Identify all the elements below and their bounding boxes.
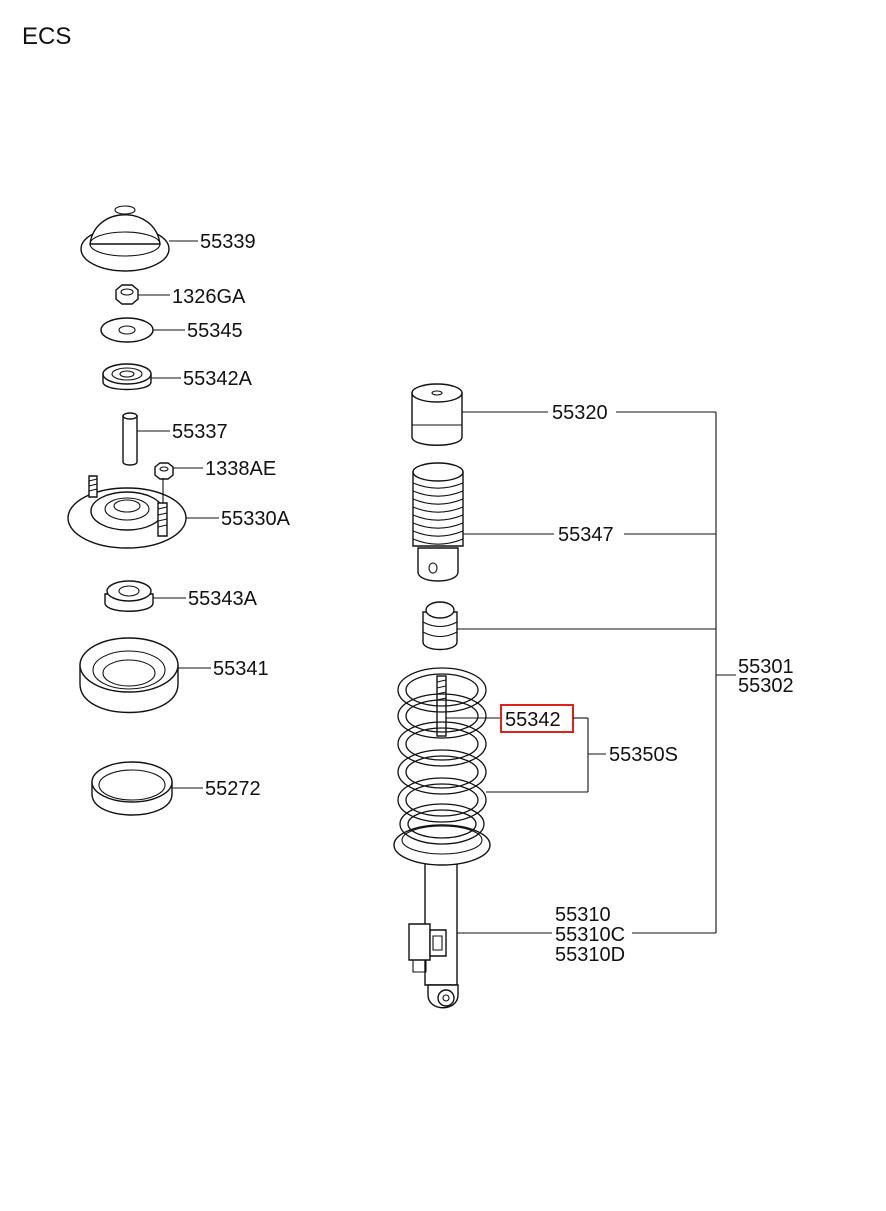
nut-1326GA[interactable] bbox=[115, 284, 139, 305]
label-55341[interactable]: 55341 bbox=[213, 658, 269, 680]
label-55330A[interactable]: 55330A bbox=[221, 508, 291, 530]
label-55320[interactable]: 55320 bbox=[552, 402, 608, 424]
cap-55320[interactable] bbox=[411, 383, 463, 446]
label-55310[interactable]: 55310 bbox=[555, 904, 611, 926]
ring-55272[interactable] bbox=[91, 761, 173, 816]
label-55342[interactable]: 55342 bbox=[505, 709, 561, 731]
shock-absorber-55310[interactable] bbox=[408, 859, 459, 1009]
insulator-55343A[interactable] bbox=[104, 580, 154, 612]
bump-stopper[interactable] bbox=[422, 601, 458, 651]
label-1338AE[interactable]: 1338AE bbox=[205, 458, 276, 480]
nut-1338AE[interactable] bbox=[154, 462, 174, 480]
label-55345[interactable]: 55345 bbox=[187, 320, 243, 342]
coil-spring[interactable] bbox=[393, 667, 491, 866]
spring-seat-55341[interactable] bbox=[79, 637, 179, 714]
dust-cap-55339[interactable] bbox=[80, 205, 170, 272]
label-55272[interactable]: 55272 bbox=[205, 778, 261, 800]
label-55343A[interactable]: 55343A bbox=[188, 588, 258, 610]
label-55337[interactable]: 55337 bbox=[172, 421, 228, 443]
label-1326GA[interactable]: 1326GA bbox=[172, 286, 246, 308]
label-55310C[interactable]: 55310C bbox=[555, 924, 625, 946]
label-55350S[interactable]: 55350S bbox=[609, 744, 678, 766]
mounting-plate-55330A[interactable] bbox=[67, 475, 187, 549]
diagram-title: ECS bbox=[22, 23, 71, 50]
dust-boot-55347[interactable] bbox=[412, 462, 464, 582]
label-55342A[interactable]: 55342A bbox=[183, 368, 253, 390]
label-55310D[interactable]: 55310D bbox=[555, 944, 625, 966]
label-55301[interactable]: 55301 bbox=[738, 656, 794, 678]
label-55339[interactable]: 55339 bbox=[200, 231, 256, 253]
insulator-55342A[interactable] bbox=[102, 363, 152, 391]
label-55302[interactable]: 55302 bbox=[738, 675, 794, 697]
label-55347[interactable]: 55347 bbox=[558, 524, 614, 546]
sleeve-55337[interactable] bbox=[122, 412, 138, 466]
washer-55345[interactable] bbox=[100, 317, 154, 343]
